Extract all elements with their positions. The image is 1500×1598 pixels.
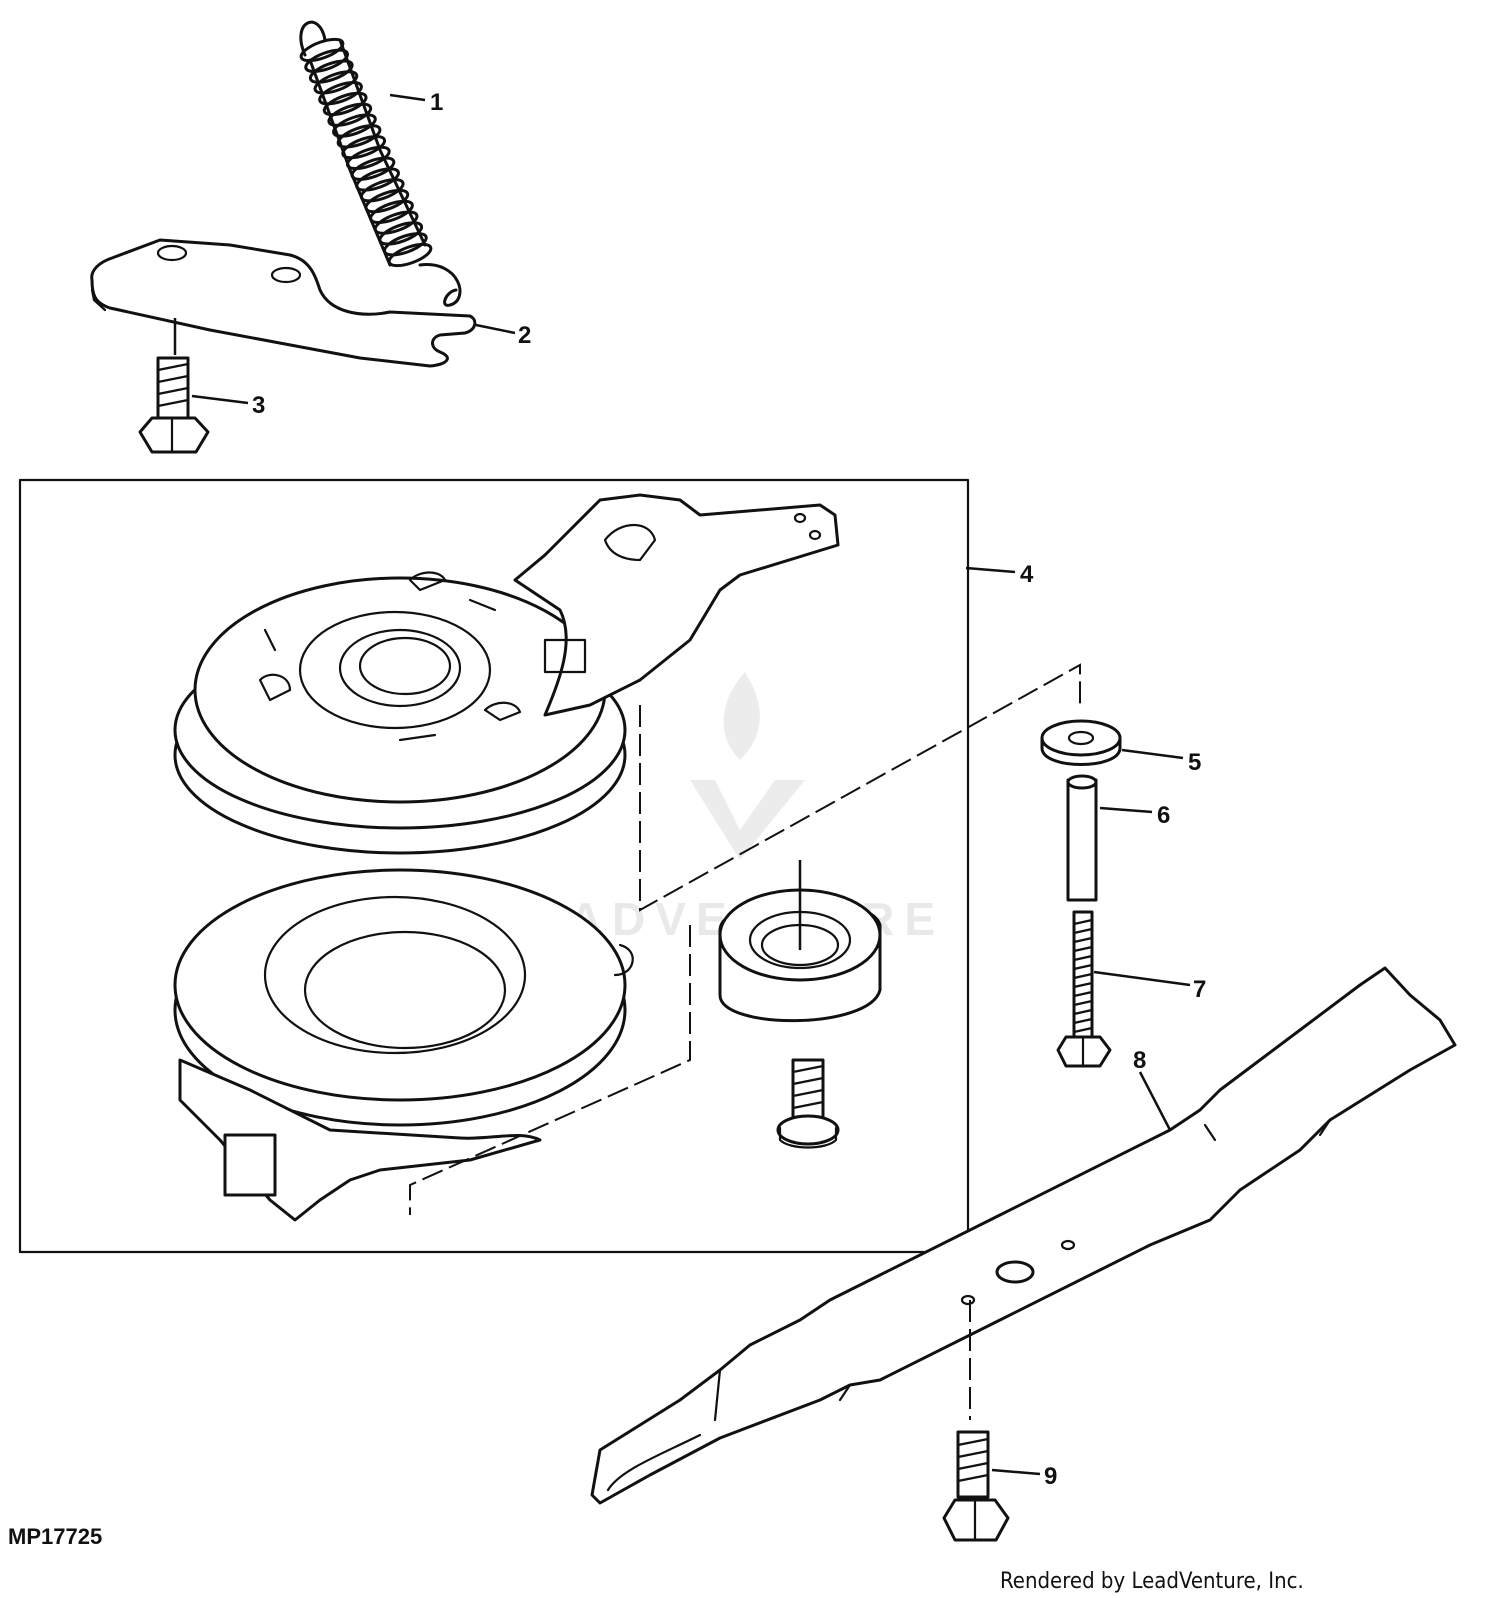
- leader-6: [1099, 806, 1153, 814]
- spring-coil: [327, 102, 373, 127]
- leader-5: [1121, 748, 1184, 760]
- bolt-thread: [1072, 981, 1094, 989]
- spring-coil: [369, 199, 414, 224]
- bolt-thread: [1072, 945, 1094, 953]
- spring-coil: [304, 48, 349, 73]
- blade-hole-a: [960, 1294, 976, 1306]
- spacer-tube[interactable]: [1066, 774, 1098, 902]
- bolt-thread: [1072, 918, 1094, 926]
- leader-7: [1093, 970, 1191, 987]
- spring-coil: [345, 145, 391, 171]
- idler-bearing[interactable]: [718, 888, 882, 1023]
- spring-coil: [318, 81, 363, 106]
- spring-coil: [364, 188, 410, 214]
- leader-8: [1138, 1071, 1172, 1131]
- figure-code: MP17725: [8, 1524, 102, 1549]
- callout-8: 8: [1133, 1047, 1146, 1074]
- spring-coil: [313, 70, 359, 95]
- washer[interactable]: [1040, 719, 1122, 766]
- callout-4: 4: [1020, 561, 1034, 588]
- spring-coil: [308, 59, 354, 84]
- bolt-thread: [1072, 1008, 1094, 1016]
- leader-2: [475, 323, 516, 335]
- callout-5: 5: [1188, 749, 1201, 776]
- callout-6: 6: [1157, 802, 1170, 829]
- spring-coil: [359, 178, 405, 203]
- spring-coil: [355, 167, 400, 192]
- leader-3: [191, 394, 249, 405]
- flame-logo-icon: [723, 672, 760, 760]
- bolt-thread: [1072, 936, 1094, 944]
- spring-coil: [322, 91, 368, 117]
- bolt-3[interactable]: [138, 356, 210, 454]
- spring[interactable]: [299, 20, 462, 307]
- bolt-thread: [1072, 972, 1094, 980]
- bolt-thread: [1072, 999, 1094, 1007]
- bracket-hole-2: [270, 266, 302, 284]
- bracket-plate[interactable]: [90, 238, 477, 368]
- leader-4: [965, 566, 1016, 574]
- spring-coil: [350, 156, 396, 181]
- spring-coil: [387, 242, 433, 268]
- spring-coil: [341, 134, 387, 160]
- bracket-hole-1: [156, 244, 188, 262]
- bolt-7[interactable]: [1056, 910, 1112, 1068]
- callout-9: 9: [1044, 1463, 1057, 1490]
- assembly-line-b: [409, 925, 691, 1215]
- callout-3: 3: [252, 392, 265, 419]
- bolt-thread: [1072, 927, 1094, 935]
- blade-center-hole: [995, 1260, 1035, 1284]
- v-logo-icon: [690, 780, 805, 860]
- bearing-bolt[interactable]: [776, 1058, 840, 1149]
- leader-9: [991, 1468, 1041, 1476]
- spring-coil: [332, 113, 377, 138]
- bolt-thread: [1072, 990, 1094, 998]
- leader-1: [389, 93, 426, 102]
- callout-2: 2: [518, 322, 531, 349]
- spring-coil: [383, 232, 428, 257]
- blade-hole-b: [1060, 1239, 1076, 1251]
- bolt-9[interactable]: [942, 1430, 1010, 1542]
- assembly-line-a: [639, 663, 1081, 912]
- bolt-thread: [1072, 963, 1094, 971]
- clutch-assembly-box: [18, 478, 970, 1254]
- electric-clutch-assembly[interactable]: [173, 493, 840, 1222]
- callout-1: 1: [430, 89, 443, 116]
- spring-coil: [336, 124, 382, 149]
- spring-coil: [378, 221, 424, 246]
- callout-7: 7: [1193, 976, 1206, 1003]
- spring-coil: [299, 37, 345, 63]
- mower-blade[interactable]: [590, 966, 1457, 1505]
- credit-text: Rendered by LeadVenture, Inc.: [1000, 1569, 1304, 1594]
- bolt-thread: [1072, 954, 1094, 962]
- clutch-connector: [223, 1133, 277, 1197]
- bolt-thread: [1072, 1017, 1094, 1025]
- bolt-thread: [1072, 1026, 1094, 1034]
- spring-coil: [373, 210, 419, 235]
